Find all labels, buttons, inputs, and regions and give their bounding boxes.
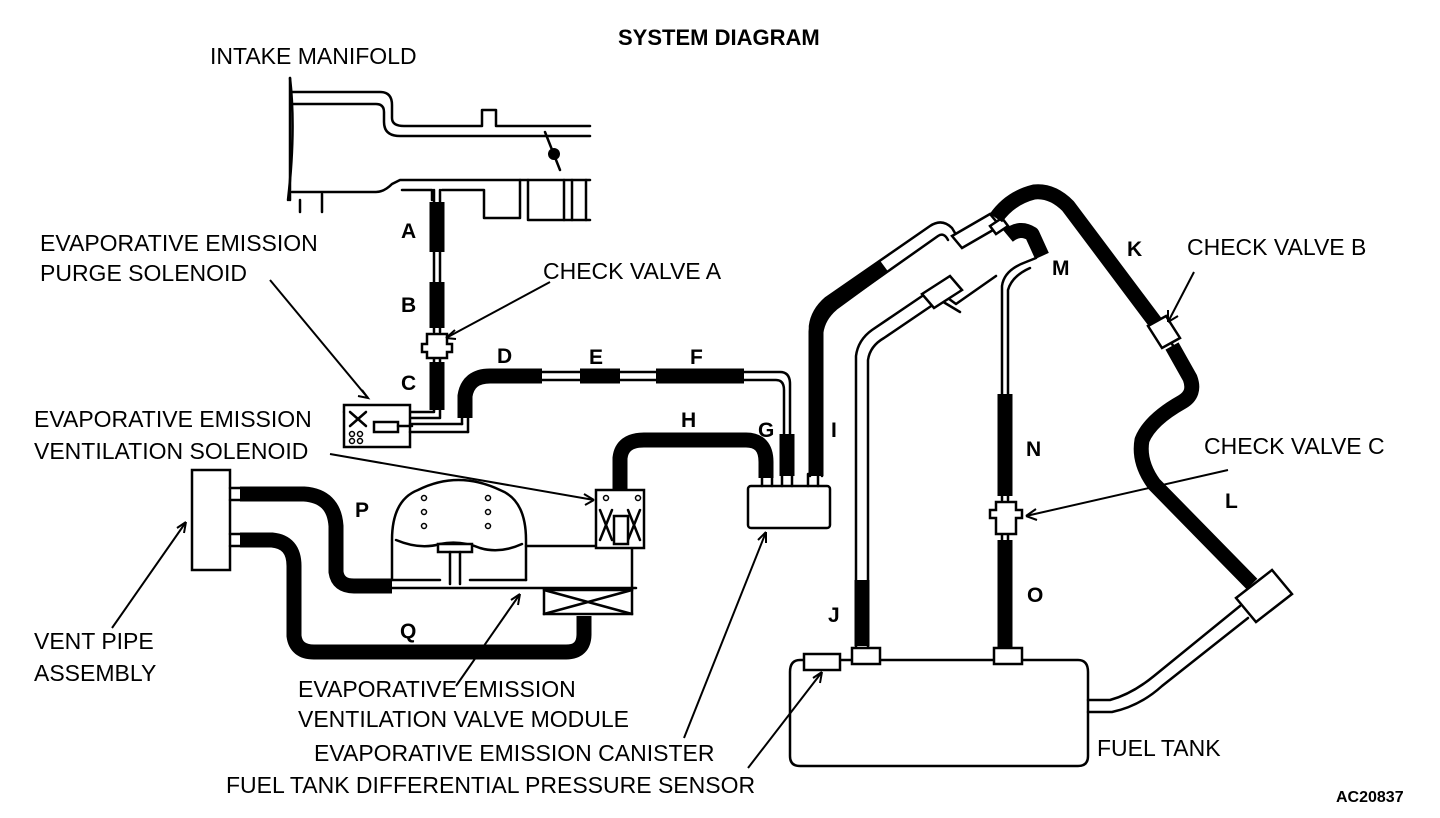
hose-label-i: I (831, 419, 837, 442)
hose-label-f: F (690, 346, 703, 369)
hose-k-l (989, 184, 1258, 590)
canister-label: EVAPORATIVE EMISSION CANISTER (314, 740, 714, 766)
hose-label-q: Q (400, 620, 416, 643)
hose-purge-vertical (342, 188, 445, 420)
hose-d-e-f (457, 368, 795, 476)
hose-q (240, 532, 592, 660)
purge-solenoid-label-2: PURGE SOLENOID (40, 260, 247, 286)
hose-label-b: B (401, 294, 416, 317)
ventilation-solenoid-label-1: EVAPORATIVE EMISSION (34, 406, 312, 432)
diagram-title: SYSTEM DIAGRAM (618, 25, 820, 50)
hose-label-d: D (497, 345, 512, 368)
hose-label-l: L (1225, 490, 1238, 513)
hose-label-e: E (589, 346, 603, 369)
check-valve-a-label: CHECK VALVE A (543, 258, 722, 284)
hose-label-o: O (1027, 584, 1043, 607)
hose-label-j: J (828, 604, 840, 627)
check-valve-c-label: CHECK VALVE C (1204, 433, 1385, 459)
check-valve-b (1146, 314, 1182, 352)
hose-p (240, 486, 392, 594)
ventilation-solenoid-label-2: VENTILATION SOLENOID (34, 438, 308, 464)
hose-h (612, 432, 774, 496)
hose-label-p: P (355, 499, 369, 522)
hose-j (854, 274, 998, 660)
pressure-sensor-label: FUEL TANK DIFFERENTIAL PRESSURE SENSOR (226, 772, 755, 798)
vent-pipe-label-2: ASSEMBLY (34, 660, 156, 686)
vent-pipe-assembly (190, 468, 242, 572)
ventilation-valve-module-label-1: EVAPORATIVE EMISSION (298, 676, 576, 702)
hose-label-k: K (1127, 238, 1142, 261)
hose-label-c: C (401, 372, 416, 395)
hose-m-n-o (997, 223, 1049, 658)
leader-lines (111, 271, 1229, 769)
hose-label-m: M (1052, 257, 1070, 280)
evap-canister (746, 472, 832, 530)
intake-manifold-label: INTAKE MANIFOLD (210, 43, 417, 69)
check-valve-c (988, 500, 1024, 536)
ventilation-valve-module (390, 478, 638, 616)
purge-solenoid-label-1: EVAPORATIVE EMISSION (40, 230, 318, 256)
ventilation-valve-module-label-2: VENTILATION VALVE MODULE (298, 706, 629, 732)
hose-label-a: A (401, 220, 416, 243)
intake-manifold (286, 76, 592, 222)
upper-junction (950, 212, 1010, 250)
vent-pipe-label-1: VENT PIPE (34, 628, 154, 654)
hose-label-g: G (758, 419, 774, 442)
check-valve-a (420, 332, 454, 360)
hose-label-h: H (681, 409, 696, 432)
check-valve-b-label: CHECK VALVE B (1187, 234, 1366, 260)
figure-code: AC20837 (1336, 789, 1404, 806)
hose-i (808, 221, 960, 478)
purge-solenoid (342, 403, 470, 449)
fuel-tank (788, 568, 1294, 768)
hose-label-n: N (1026, 438, 1041, 461)
fuel-tank-label: FUEL TANK (1097, 735, 1221, 761)
ventilation-solenoid (594, 488, 646, 550)
